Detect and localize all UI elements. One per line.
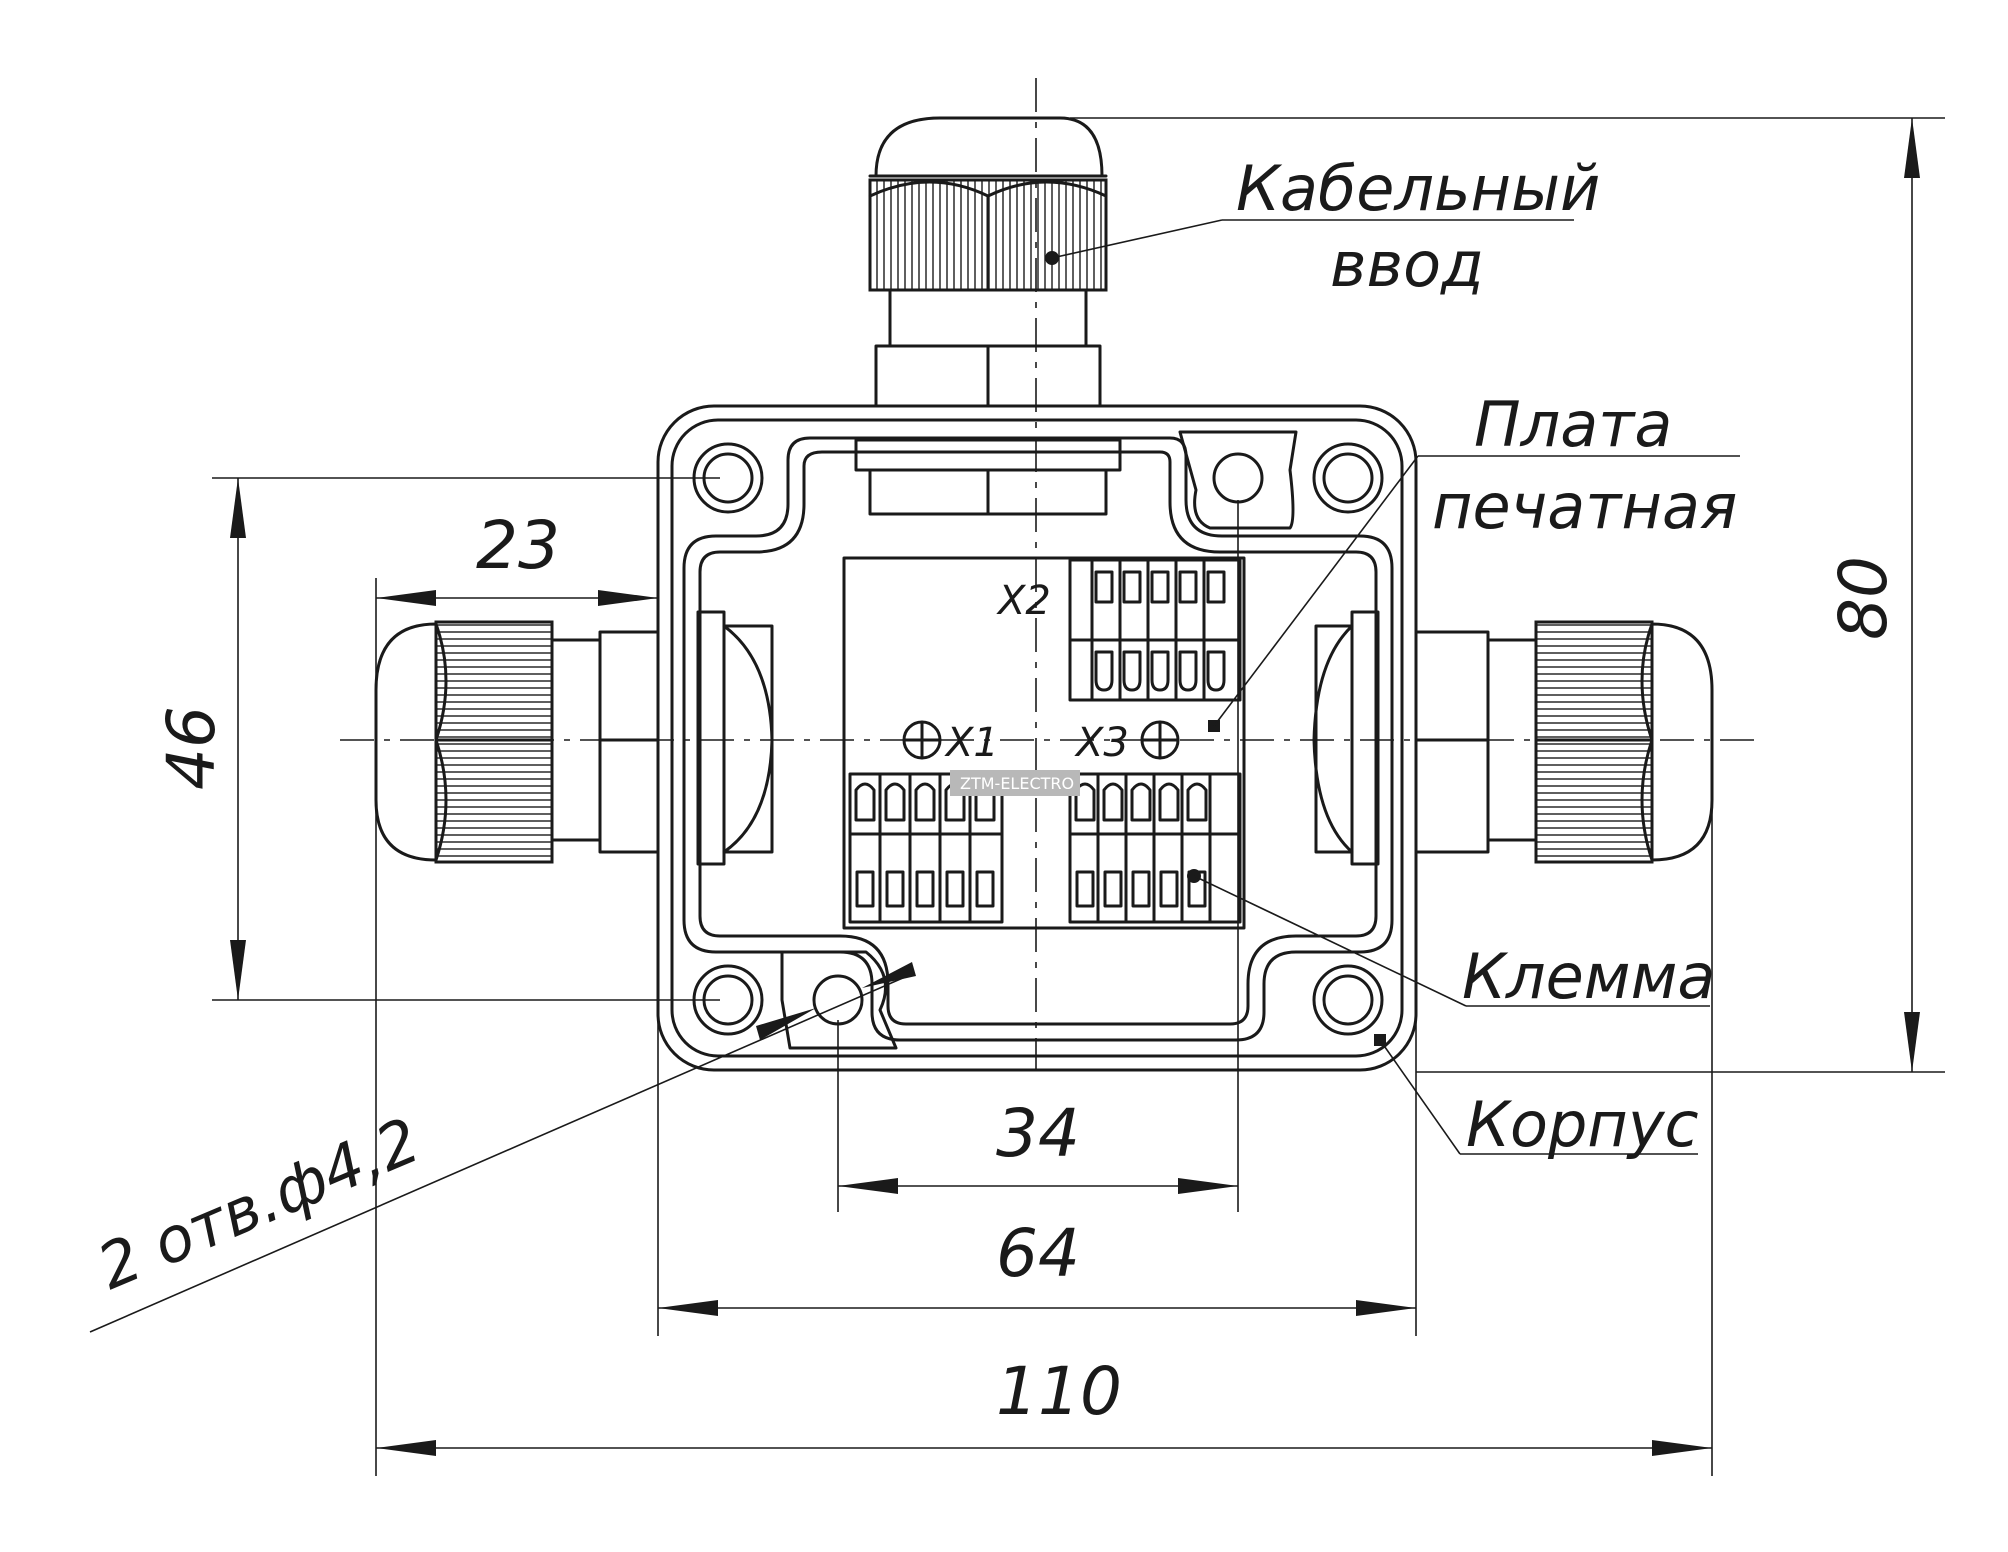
terminal-label: Клемма (1462, 940, 1715, 1013)
dimension-80-text: 80 (1825, 556, 1902, 640)
dimension-110-text: 110 (996, 1353, 1122, 1430)
connector-label-x1: X1 (944, 720, 999, 766)
terminal-block-x1 (848, 772, 1004, 924)
dimension-23-text: 23 (476, 507, 560, 584)
dimension-23: 23 (376, 507, 658, 606)
connector-label-x2: X2 (996, 578, 1051, 624)
dimension-110: 110 (376, 1353, 1712, 1456)
extension-lines (212, 117, 1945, 1476)
dimension-46-text: 46 (153, 706, 230, 790)
pcb-label-line2: печатная (1432, 470, 1737, 543)
pcb-board (842, 556, 1246, 930)
dimension-34-text: 34 (996, 1095, 1080, 1172)
callout-cable-entry: Кабельный ввод (1045, 152, 1600, 301)
dimension-46: 46 (153, 478, 246, 1000)
housing-label: Корпус (1466, 1088, 1699, 1161)
pcb-screw-right (1140, 720, 1180, 760)
corner-screw-tr (1312, 442, 1384, 514)
dimension-80: 80 (1825, 118, 1920, 1072)
callout-terminal: Клемма (1187, 869, 1715, 1013)
watermark: ZTM-ELECTRO (950, 770, 1080, 796)
dimension-64: 64 (658, 1215, 1416, 1316)
terminal-block-x2 (1068, 558, 1242, 702)
pcb-screw-left (902, 720, 942, 760)
callout-housing: Корпус (1374, 1034, 1699, 1161)
cable-gland-top (854, 116, 1122, 516)
holes-callout-text: 2 отв.ф4,2 (87, 1103, 429, 1303)
holes-callout: 2 отв.ф4,2 (87, 962, 916, 1333)
cable-gland-right (1312, 610, 1714, 866)
watermark-text: ZTM-ELECTRO (960, 774, 1074, 793)
dimension-64-text: 64 (996, 1215, 1080, 1292)
pcb-label-line1: Плата (1474, 388, 1672, 461)
corner-screw-br (1312, 964, 1384, 1036)
connector-label-x3: X3 (1074, 720, 1129, 766)
cable-gland-left (374, 610, 774, 866)
dimension-34: 34 (838, 1095, 1238, 1194)
cable-entry-label-line2: ввод (1330, 228, 1484, 301)
callout-pcb: Плата печатная (1208, 388, 1740, 732)
cable-entry-label-line1: Кабельный (1236, 152, 1600, 225)
terminal-block-x3 (1068, 772, 1242, 924)
